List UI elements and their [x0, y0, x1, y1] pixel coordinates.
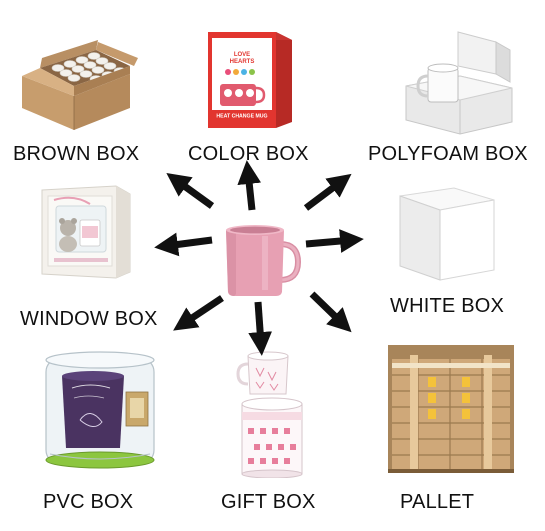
- arrow-to-polyfoam-box: [303, 173, 352, 211]
- white-box-label: WHITE BOX: [390, 295, 505, 317]
- color-box-line2: HEARTS: [230, 59, 255, 65]
- gift-box-label: GIFT BOX: [221, 491, 316, 513]
- pvc-box-label: PVC BOX: [43, 491, 134, 513]
- color-box-label: COLOR BOX: [188, 143, 309, 165]
- white-box-image: [396, 186, 498, 282]
- arrow-to-white-box: [305, 229, 364, 253]
- pink-mug-image: [222, 220, 304, 300]
- arrow-to-color-box: [237, 160, 262, 211]
- window-box-image: [34, 182, 138, 280]
- color-box-image: LOVE HEARTS HEAT CHANGE MUG: [190, 22, 302, 130]
- arrow-to-pallet: [309, 291, 352, 333]
- pvc-box-image: [36, 348, 166, 474]
- window-box-label: WINDOW BOX: [20, 308, 158, 330]
- color-box-footer: HEAT CHANGE MUG: [216, 114, 267, 120]
- color-box-line1: LOVE: [234, 52, 250, 58]
- brown-box-label: BROWN BOX: [13, 143, 140, 165]
- arrow-to-pvc-box: [173, 295, 224, 331]
- polyfoam-box-label: POLYFOAM BOX: [368, 143, 528, 165]
- pallet-label: PALLET: [400, 491, 475, 513]
- pallet-image: [388, 345, 514, 473]
- arrow-to-brown-box: [166, 173, 215, 209]
- arrow-to-window-box: [154, 232, 213, 257]
- polyfoam-box-image: [400, 28, 518, 136]
- arrow-to-gift-box: [248, 301, 273, 356]
- brown-box-image: [18, 38, 140, 130]
